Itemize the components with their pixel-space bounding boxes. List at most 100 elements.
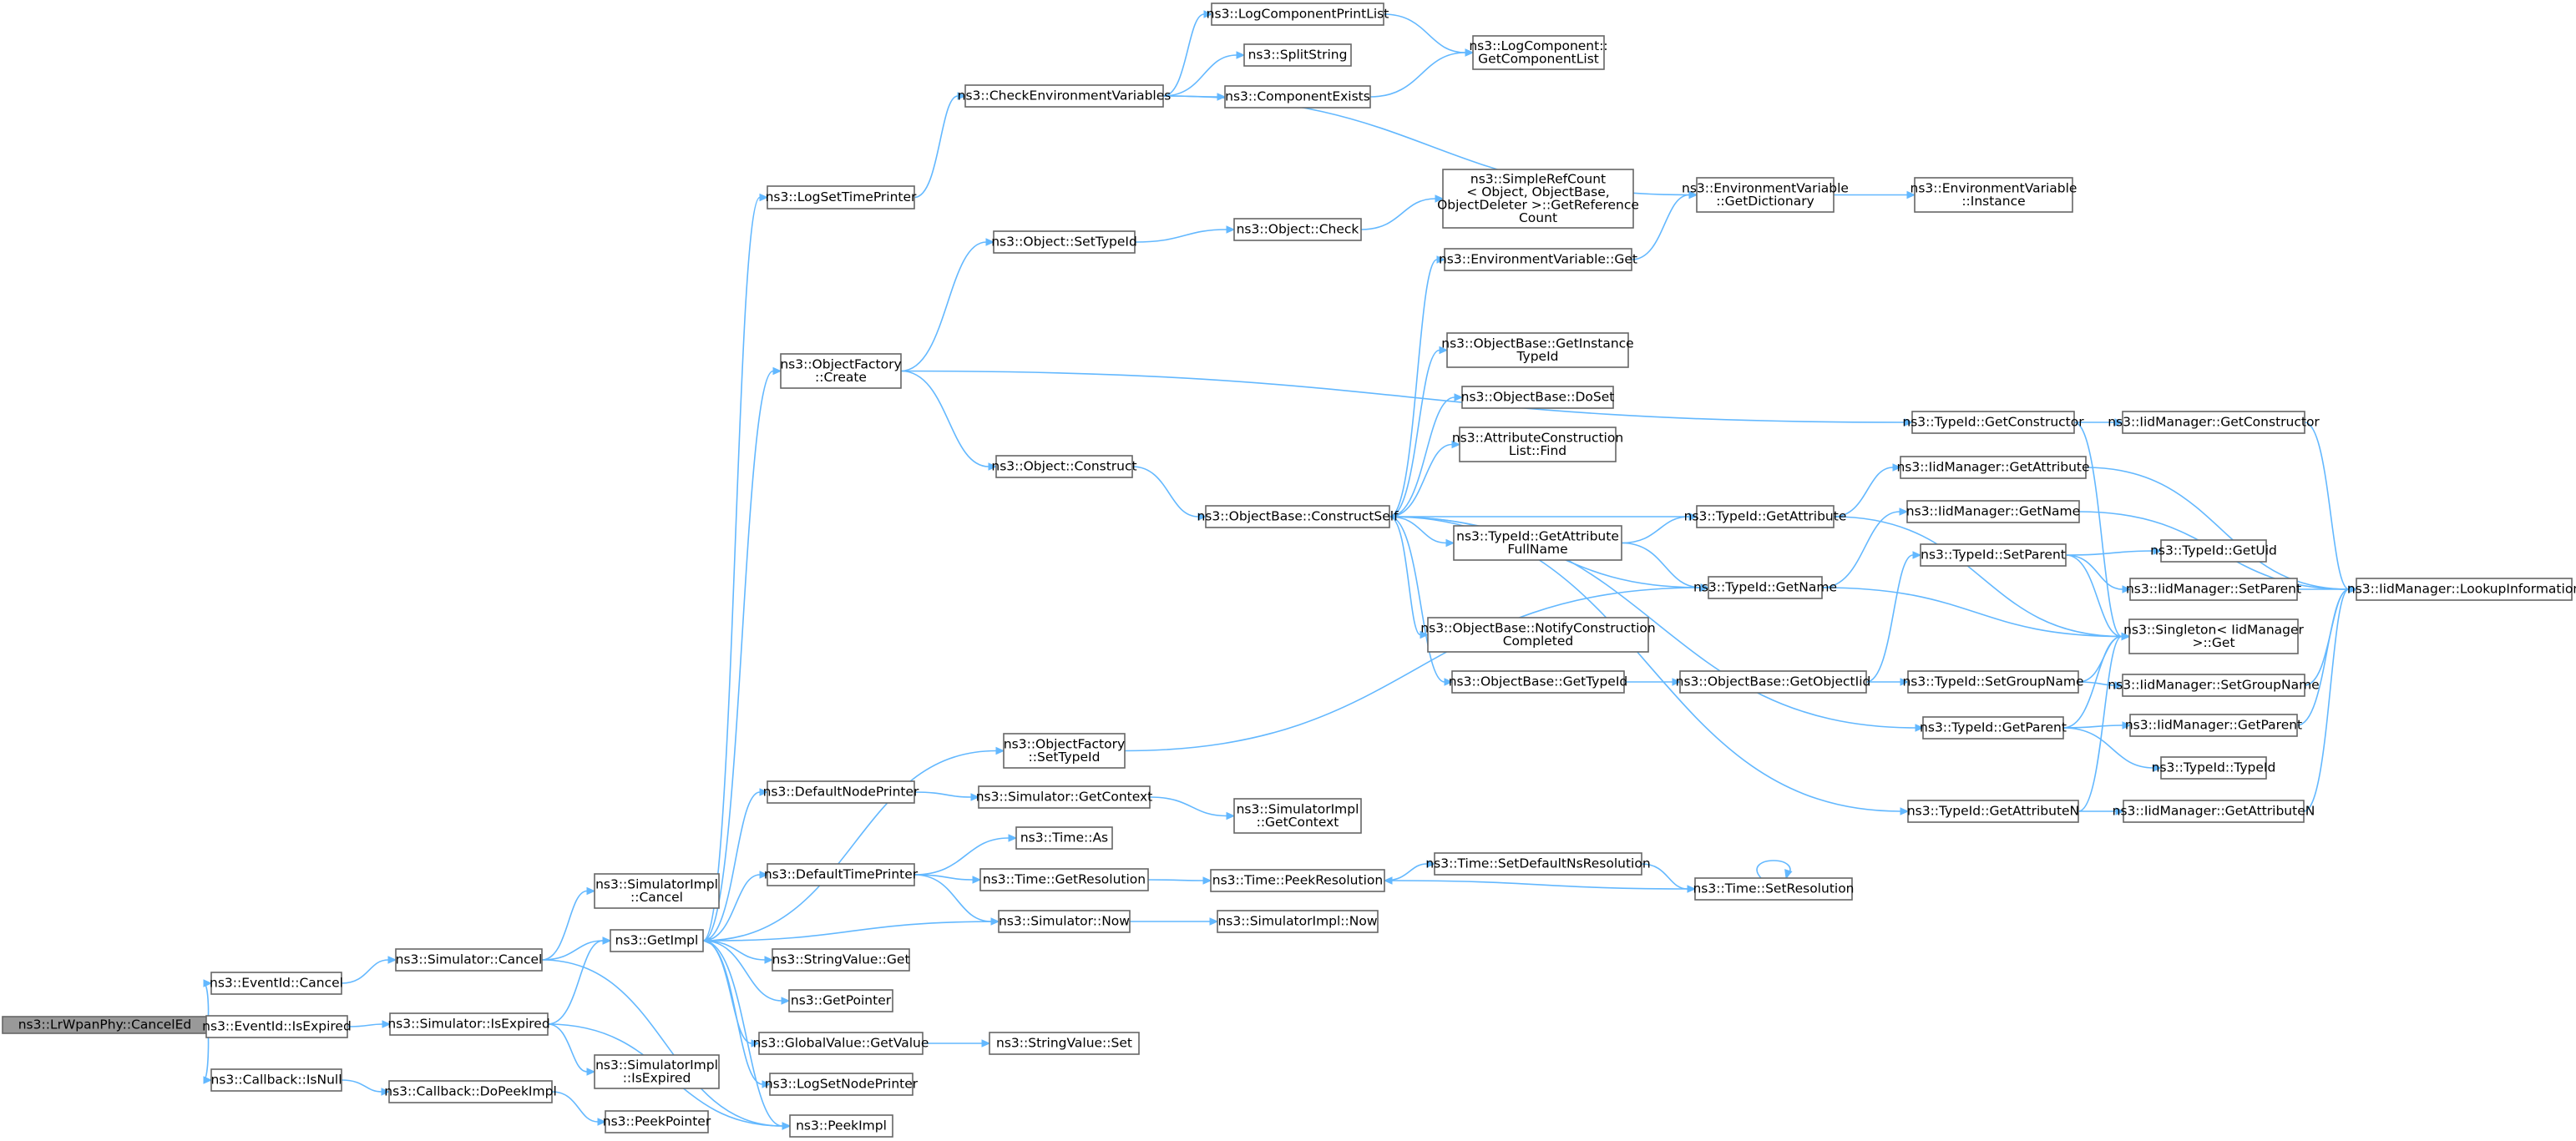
node-defaulttimeprinter[interactable]: ns3::DefaultTimePrinter xyxy=(764,863,919,886)
node-iidmgr_getattribute[interactable]: ns3::IidManager::GetAttribute xyxy=(1896,456,2090,479)
node-box[interactable] xyxy=(1015,826,1113,850)
node-stringvalue_get[interactable]: ns3::StringValue::Get xyxy=(772,948,910,972)
node-box[interactable] xyxy=(1233,218,1362,241)
node-box[interactable] xyxy=(1679,670,1867,694)
node-box[interactable] xyxy=(610,929,704,952)
node-peekpointer[interactable]: ns3::PeekPointer xyxy=(603,1110,711,1133)
node-box[interactable] xyxy=(1210,869,1385,892)
node-box[interactable] xyxy=(1446,332,1629,368)
node-box[interactable] xyxy=(1444,248,1632,271)
node-sim_cancel[interactable]: ns3::Simulator::Cancel xyxy=(395,948,543,972)
node-typeid_getconstructor[interactable]: ns3::TypeId::GetConstructor xyxy=(1902,411,2084,434)
node-box[interactable] xyxy=(1003,733,1126,769)
node-box[interactable] xyxy=(594,1054,720,1089)
node-sim_getcontext[interactable]: ns3::Simulator::GetContext xyxy=(976,785,1153,809)
node-envvar_getdictionary[interactable]: ns3::EnvironmentVariable::GetDictionary xyxy=(1682,177,1849,213)
node-box[interactable] xyxy=(1906,500,2080,523)
node-objfactory_settypeid[interactable]: ns3::ObjectFactory::SetTypeId xyxy=(1003,733,1126,769)
node-box[interactable] xyxy=(767,780,915,804)
node-box[interactable] xyxy=(1233,798,1362,834)
node-simimpl_getcontext[interactable]: ns3::SimulatorImpl::GetContext xyxy=(1233,798,1362,834)
node-box[interactable] xyxy=(2356,578,2573,601)
node-time_setdefaultns[interactable]: ns3::Time::SetDefaultNsResolution xyxy=(1425,852,1651,876)
node-box[interactable] xyxy=(772,948,910,972)
node-sim_now[interactable]: ns3::Simulator::Now xyxy=(998,910,1131,933)
node-box[interactable] xyxy=(594,873,720,909)
node-box[interactable] xyxy=(395,948,543,972)
node-box[interactable] xyxy=(767,863,915,886)
node-box[interactable] xyxy=(1461,386,1614,409)
node-objbase_gettypeid[interactable]: ns3::ObjectBase::GetTypeId xyxy=(1449,670,1628,694)
node-box[interactable] xyxy=(1900,456,2087,479)
node-box[interactable] xyxy=(1696,177,1835,213)
node-objbase_constructself[interactable]: ns3::ObjectBase::ConstructSelf xyxy=(1197,505,1399,528)
node-typeid_getattributen[interactable]: ns3::TypeId::GetAttributeN xyxy=(1907,800,2079,823)
node-typeid_getattribute[interactable]: ns3::TypeId::GetAttribute xyxy=(1684,505,1847,528)
node-simimpl_isexpired[interactable]: ns3::SimulatorImpl::IsExpired xyxy=(594,1054,720,1089)
node-typeid_setparent[interactable]: ns3::TypeId::SetParent xyxy=(1920,543,2067,567)
node-box[interactable] xyxy=(998,910,1131,933)
node-iidmgr_setgroupname[interactable]: ns3::IidManager::SetGroupName xyxy=(2108,674,2320,697)
node-typeid_getname[interactable]: ns3::TypeId::GetName xyxy=(1693,576,1837,599)
node-iidmgr_setparent[interactable]: ns3::IidManager::SetParent xyxy=(2126,578,2301,601)
node-iidmgr_getparent[interactable]: ns3::IidManager::GetParent xyxy=(2125,714,2302,737)
node-box[interactable] xyxy=(1243,43,1352,67)
node-box[interactable] xyxy=(1694,877,1853,901)
node-box[interactable] xyxy=(788,989,893,1012)
node-callback_isnull[interactable]: ns3::Callback::IsNull xyxy=(210,1068,342,1092)
node-box[interactable] xyxy=(1453,525,1622,561)
node-box[interactable] xyxy=(210,972,342,995)
node-objfactory_create[interactable]: ns3::ObjectFactory::Create xyxy=(780,353,902,389)
node-simimpl_now[interactable]: ns3::SimulatorImpl::Now xyxy=(1217,910,1379,933)
node-envvar_instance[interactable]: ns3::EnvironmentVariable::Instance xyxy=(1910,177,2078,213)
node-box[interactable] xyxy=(978,785,1151,809)
node-time_peekresolution[interactable]: ns3::Time::PeekResolution xyxy=(1210,869,1385,892)
node-box[interactable] xyxy=(769,1073,913,1096)
node-checkenv[interactable]: ns3::CheckEnvironmentVariables xyxy=(958,84,1172,108)
node-box[interactable] xyxy=(995,455,1133,478)
node-stringvalue_set[interactable]: ns3::StringValue::Set xyxy=(989,1032,1140,1055)
node-box[interactable] xyxy=(1911,411,2075,434)
node-simplerefcount[interactable]: ns3::SimpleRefCount< Object, ObjectBase,… xyxy=(1437,169,1639,229)
node-box[interactable] xyxy=(205,1015,348,1038)
node-iidmgr_lookupinfo[interactable]: ns3::IidManager::LookupInformation xyxy=(2347,578,2576,601)
node-box[interactable] xyxy=(1451,670,1625,694)
node-logcomp_getcomplist[interactable]: ns3::LogComponent::GetComponentList xyxy=(1469,35,1608,70)
node-getpointer[interactable]: ns3::GetPointer xyxy=(788,989,893,1012)
node-sim_isexpired[interactable]: ns3::Simulator::IsExpired xyxy=(387,1012,550,1036)
node-object_settypeid[interactable]: ns3::Object::SetTypeId xyxy=(991,230,1137,254)
node-box[interactable] xyxy=(210,1068,342,1092)
node-iidmgr_getattributen[interactable]: ns3::IidManager::GetAttributeN xyxy=(2113,800,2315,823)
node-logcompprintlist[interactable]: ns3::LogComponentPrintList xyxy=(1207,3,1389,26)
node-box[interactable] xyxy=(767,185,915,210)
node-box[interactable] xyxy=(1224,85,1371,109)
node-box[interactable] xyxy=(1922,716,2064,740)
node-time_as[interactable]: ns3::Time::As xyxy=(1015,826,1113,850)
node-box[interactable] xyxy=(1708,576,1823,599)
node-box[interactable] xyxy=(1472,35,1605,70)
node-box[interactable] xyxy=(780,353,902,389)
node-box[interactable] xyxy=(1907,800,2079,823)
node-objbase_getobjectiid[interactable]: ns3::ObjectBase::GetObjectIid xyxy=(1676,670,1871,694)
node-typeid_typeid[interactable]: ns3::TypeId::TypeId xyxy=(2152,756,2276,780)
node-box[interactable] xyxy=(2129,578,2298,601)
node-box[interactable] xyxy=(2160,756,2267,780)
node-box[interactable] xyxy=(789,1114,893,1138)
node-splitstring[interactable]: ns3::SplitString xyxy=(1243,43,1352,67)
node-componentexists[interactable]: ns3::ComponentExists xyxy=(1224,85,1371,109)
node-box[interactable] xyxy=(993,230,1136,254)
node-box[interactable] xyxy=(1434,852,1642,876)
node-getimpl[interactable]: ns3::GetImpl xyxy=(610,929,704,952)
node-box[interactable] xyxy=(1427,617,1649,653)
node-iidmgr_getconstructor[interactable]: ns3::IidManager::GetConstructor xyxy=(2108,411,2320,434)
node-box[interactable] xyxy=(1920,543,2067,567)
node-box[interactable] xyxy=(2122,411,2305,434)
node-objbase_doset[interactable]: ns3::ObjectBase::DoSet xyxy=(1461,386,1615,409)
node-cb_dopeekimpl[interactable]: ns3::Callback::DoPeekImpl xyxy=(384,1080,557,1103)
node-box[interactable] xyxy=(1442,169,1634,229)
node-singleton_get[interactable]: ns3::Singleton< IidManager>::Get xyxy=(2123,618,2305,654)
node-typeid_setgroupname[interactable]: ns3::TypeId::SetGroupName xyxy=(1902,670,2084,694)
node-box[interactable] xyxy=(2128,618,2299,654)
